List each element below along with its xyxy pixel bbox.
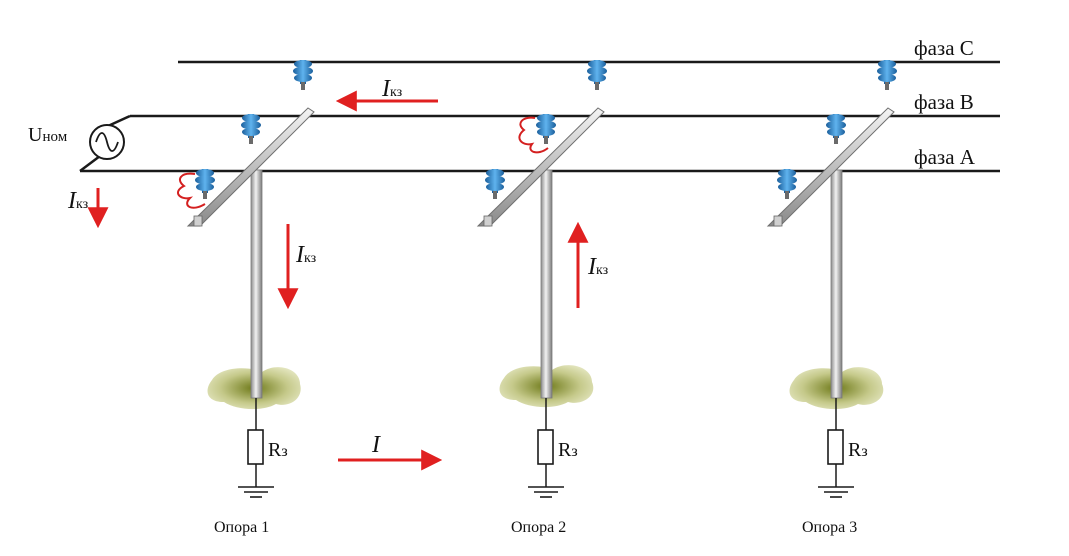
insulator-icon [877,60,897,90]
resistor-symbol [537,429,554,465]
sine-wave-icon [95,132,119,152]
insulator-icon [587,60,607,90]
support-label: Опора 1 [214,519,269,536]
current-arrows [87,90,589,471]
pole [250,169,263,399]
phase-c-label: фаза С [914,36,974,60]
ikz-label-source: Iкз [67,188,89,214]
ground-icon [818,486,854,498]
insulator-icon [485,169,505,199]
resistor-label: Rз [558,439,578,461]
ground-icon [528,486,564,498]
ikz-label-pole1: Iкз [295,242,317,268]
crossarm-end [193,215,203,227]
insulator-icon [241,114,261,144]
ikz-label-pole2: Iкз [587,254,609,280]
insulator-icon [536,114,556,144]
support-2: Rз Опора 2 [477,60,607,536]
support-label: Опора 2 [511,519,566,536]
crossarm-end [773,215,783,227]
fault-arc-icon [177,172,206,209]
crossarm-end [483,215,493,227]
ground-icon [238,486,274,498]
insulator-icon [777,169,797,199]
ground-current-label: I [371,432,381,458]
support-3: Rз Опора 3 [767,60,897,536]
pole [540,169,553,399]
insulator-icon [826,114,846,144]
phase-b-label: фаза В [914,90,974,114]
resistor-symbol [247,429,264,465]
source-label: Uном [28,124,68,146]
pole [830,169,843,399]
insulator-icon [293,60,313,90]
resistor-label: Rз [848,439,868,461]
ikz-label-phase-b: Iкз [381,76,403,102]
resistor-label: Rз [268,439,288,461]
support-1: Rз Опора 1 [177,60,315,536]
insulator-icon [195,169,215,199]
support-label: Опора 3 [802,519,857,536]
resistor-symbol [827,429,844,465]
fault-arc-icon [518,116,549,154]
voltage-source: Uном [28,114,131,172]
phase-a-label: фаза А [914,145,976,169]
